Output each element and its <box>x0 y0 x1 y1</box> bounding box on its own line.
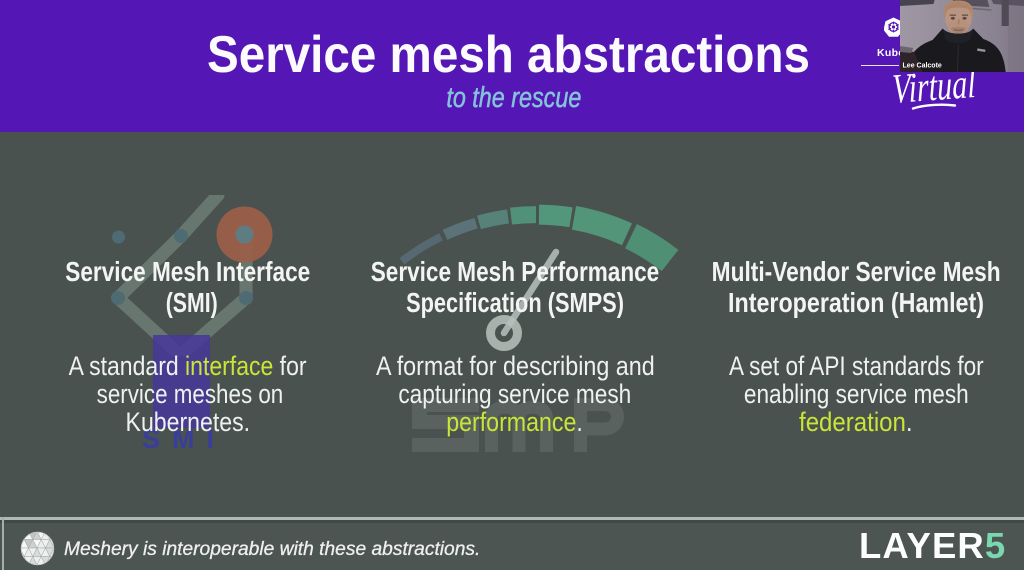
svg-text:Lee Calcote: Lee Calcote <box>903 63 942 70</box>
svg-text:SMI: SMI <box>142 424 226 454</box>
